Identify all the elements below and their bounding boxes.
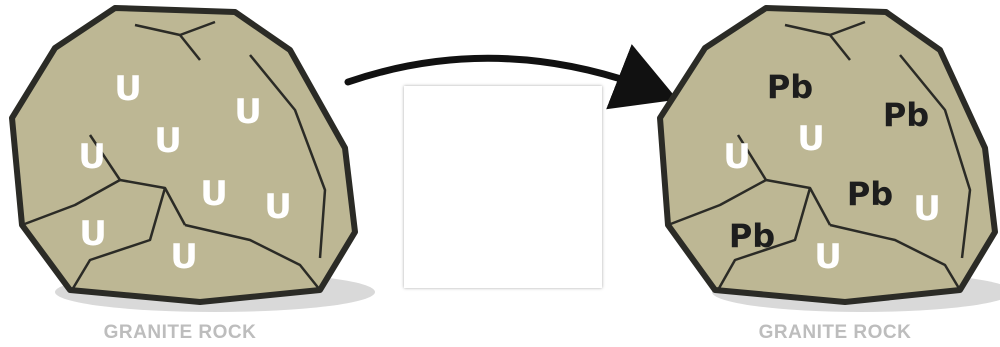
uranium-symbol: U (200, 174, 228, 214)
uranium-symbol: U (78, 137, 106, 177)
uranium-symbol: U (154, 121, 182, 161)
left-rock-caption: GRANITE ROCK (20, 322, 340, 344)
uranium-symbol: U (797, 119, 825, 159)
lead-symbol: Pb (767, 68, 813, 106)
uranium-symbol: U (170, 237, 198, 277)
right-granite-rock: U U U U Pb Pb Pb Pb (660, 8, 1000, 312)
blank-panel (404, 86, 602, 288)
left-granite-rock: U U U U U U U U (12, 8, 375, 312)
uranium-symbol: U (234, 92, 262, 132)
lead-symbol: Pb (729, 217, 775, 255)
lead-symbol: Pb (883, 96, 929, 134)
uranium-symbol: U (79, 214, 107, 254)
right-rock-caption: GRANITE ROCK (675, 322, 995, 344)
uranium-symbol: U (814, 237, 842, 277)
uranium-symbol: U (114, 69, 142, 109)
uranium-symbol: U (264, 187, 292, 227)
lead-symbol: Pb (847, 175, 893, 213)
uranium-symbol: U (913, 189, 941, 229)
uranium-symbol: U (723, 137, 751, 177)
